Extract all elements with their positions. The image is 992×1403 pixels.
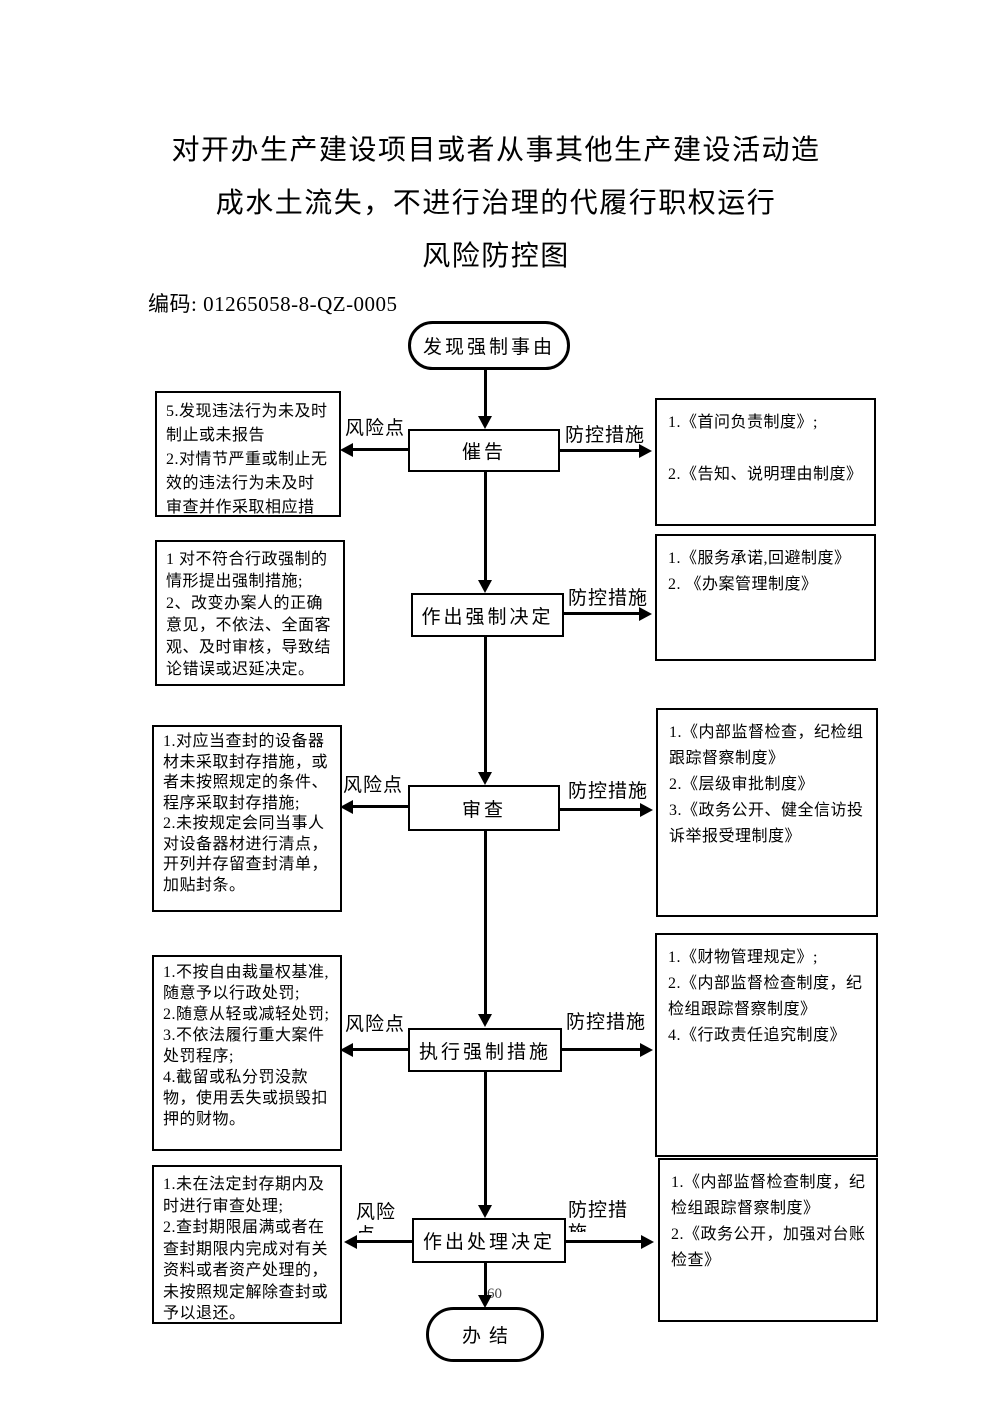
arrow-right-icon: [640, 1043, 653, 1057]
arrow-left-icon: [340, 443, 353, 457]
document-code: 编码: 01265058-8-QZ-0005: [148, 292, 398, 316]
risk-point-box-3: 1.对应当查封的设备器材未采取封存措施，或者未按照规定的条件、程序采取封存措施;…: [152, 725, 342, 912]
control-arrow-line-2: [562, 612, 640, 615]
risk-point-label-1: 风险点: [345, 418, 406, 439]
control-arrow-line-1: [558, 449, 640, 452]
connector-start-to-stage1: [484, 370, 487, 417]
arrow-down-icon: [478, 1295, 492, 1308]
risk-arrow-line-4: [352, 1048, 408, 1051]
control-measure-box-2: 1.《服务承诺,回避制度》 2. 《办案管理制度》: [655, 534, 876, 661]
flow-start-node: 发现强制事由: [408, 321, 570, 370]
risk-point-label-4: 风险点: [345, 1014, 406, 1035]
risk-point-label-3: 风险点: [343, 775, 404, 796]
control-arrow-line-4: [560, 1048, 641, 1051]
arrow-left-icon: [344, 1235, 357, 1249]
risk-arrow-line-1: [352, 448, 408, 451]
arrow-left-icon: [340, 800, 353, 814]
arrow-down-icon: [478, 1014, 492, 1027]
control-arrow-line-3: [558, 808, 641, 811]
page-title: 对开办生产建设项目或者从事其他生产建设活动造 成水土流失，不进行治理的代履行职权…: [0, 124, 992, 283]
control-measure-box-3: 1.《内部监督检查，纪检组跟踪督察制度》 2.《层级审批制度》 3.《政务公开、…: [656, 708, 878, 917]
flow-end-node: 办结: [426, 1307, 544, 1362]
control-measure-label-4: 防控措施: [566, 1012, 647, 1033]
control-arrow-line-5: [564, 1240, 642, 1243]
arrow-down-icon: [478, 416, 492, 429]
page-title-line-2: 成水土流失，不进行治理的代履行职权运行: [215, 188, 777, 219]
risk-arrow-line-3: [352, 805, 408, 808]
connector-stage1-to-stage2: [484, 471, 487, 581]
control-measure-label-5: 防控措施: [568, 1200, 629, 1232]
page-title-line-1: 对开办生产建设项目或者从事其他生产建设活动造: [171, 135, 821, 166]
connector-stage3-to-stage4: [484, 831, 487, 1015]
connector-stage5-to-end: [484, 1263, 487, 1296]
connector-stage4-to-stage5: [484, 1072, 487, 1206]
control-measure-box-1: 1.《首问负责制度》; 2.《告知、说明理由制度》: [655, 398, 876, 526]
arrow-left-icon: [340, 1043, 353, 1057]
risk-point-box-4: 1.不按自由裁量权基准,随意予以行政处罚; 2.随意从轻或减轻处罚; 3.不依法…: [152, 955, 342, 1151]
arrow-right-icon: [639, 607, 652, 621]
flow-step-5: 作出处理决定: [412, 1218, 566, 1263]
arrow-right-icon: [640, 803, 653, 817]
flow-step-2: 作出强制决定: [411, 593, 564, 637]
flow-step-3: 审查: [408, 785, 560, 831]
risk-point-box-5: 1.未在法定封存期内及时进行审查处理; 2.查封期限届满或者在查封期限内完成对有…: [152, 1165, 342, 1324]
risk-point-label-5: 风险点: [356, 1202, 397, 1233]
control-measure-label-3: 防控措施: [568, 781, 649, 802]
arrow-down-icon: [478, 1205, 492, 1218]
control-measure-label-1: 防控措施: [565, 425, 646, 446]
risk-point-box-2: 1 对不符合行政强制的情形提出强制措施; 2、改变办案人的正确意见，不依法、全面…: [155, 540, 345, 686]
control-measure-label-2: 防控措施: [568, 588, 649, 609]
page-title-line-3: 风险防控图: [422, 241, 570, 272]
risk-arrow-line-5: [356, 1240, 412, 1243]
arrow-right-icon: [641, 1235, 654, 1249]
control-measure-box-4: 1.《财物管理规定》; 2.《内部监督检查制度，纪检组跟踪督察制度》 4.《行政…: [655, 933, 878, 1157]
connector-stage2-to-stage3: [484, 637, 487, 773]
arrow-down-icon: [478, 580, 492, 593]
arrow-down-icon: [478, 772, 492, 785]
control-measure-box-5: 1.《内部监督检查制度，纪检组跟踪督察制度》 2.《政务公开，加强对台账检查》: [658, 1158, 878, 1322]
flow-step-4: 执行强制措施: [408, 1028, 562, 1072]
risk-point-box-1: 5.发现违法行为未及时制止或未报告 2.对情节严重或制止无效的违法行为未及时审查…: [155, 391, 341, 517]
arrow-right-icon: [639, 444, 652, 458]
flow-step-1: 催告: [408, 429, 560, 472]
